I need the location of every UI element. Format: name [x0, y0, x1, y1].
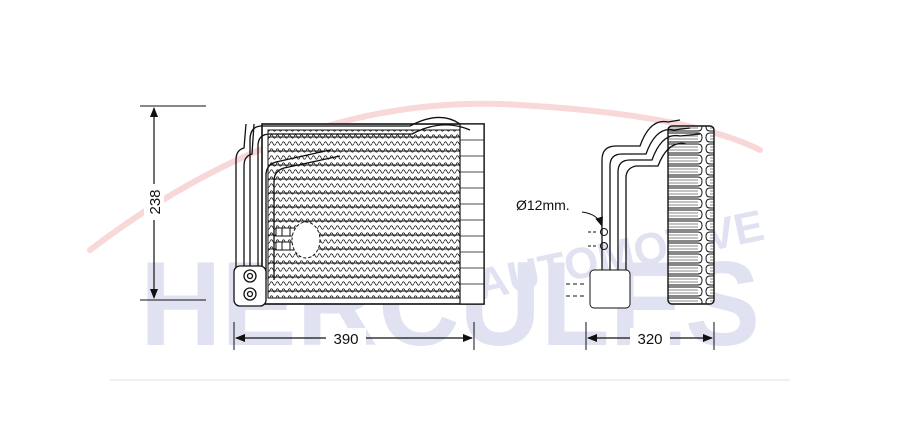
side-fittings [566, 228, 631, 309]
front-right-tank-ridges [460, 139, 484, 285]
front-core-tubes [268, 136, 478, 292]
dimension-side-width [585, 322, 715, 350]
side-pipes [601, 119, 701, 300]
diameter-leader [581, 211, 603, 227]
front-fittings [275, 221, 321, 259]
side-view [566, 119, 715, 309]
front-pipes [235, 116, 471, 290]
side-width-dimension-label: 320 [637, 331, 662, 348]
height-dimension-label: 238 [147, 189, 164, 214]
front-view [233, 116, 485, 307]
pipe-diameter-label: Ø12mm. [516, 197, 570, 213]
front-width-dimension-label: 390 [333, 331, 358, 348]
dimension-height [140, 105, 206, 301]
dimension-front-width [233, 322, 475, 350]
side-core [667, 125, 715, 305]
front-right-tank [459, 123, 485, 305]
front-core-fins [267, 129, 479, 299]
front-flange [233, 265, 267, 307]
